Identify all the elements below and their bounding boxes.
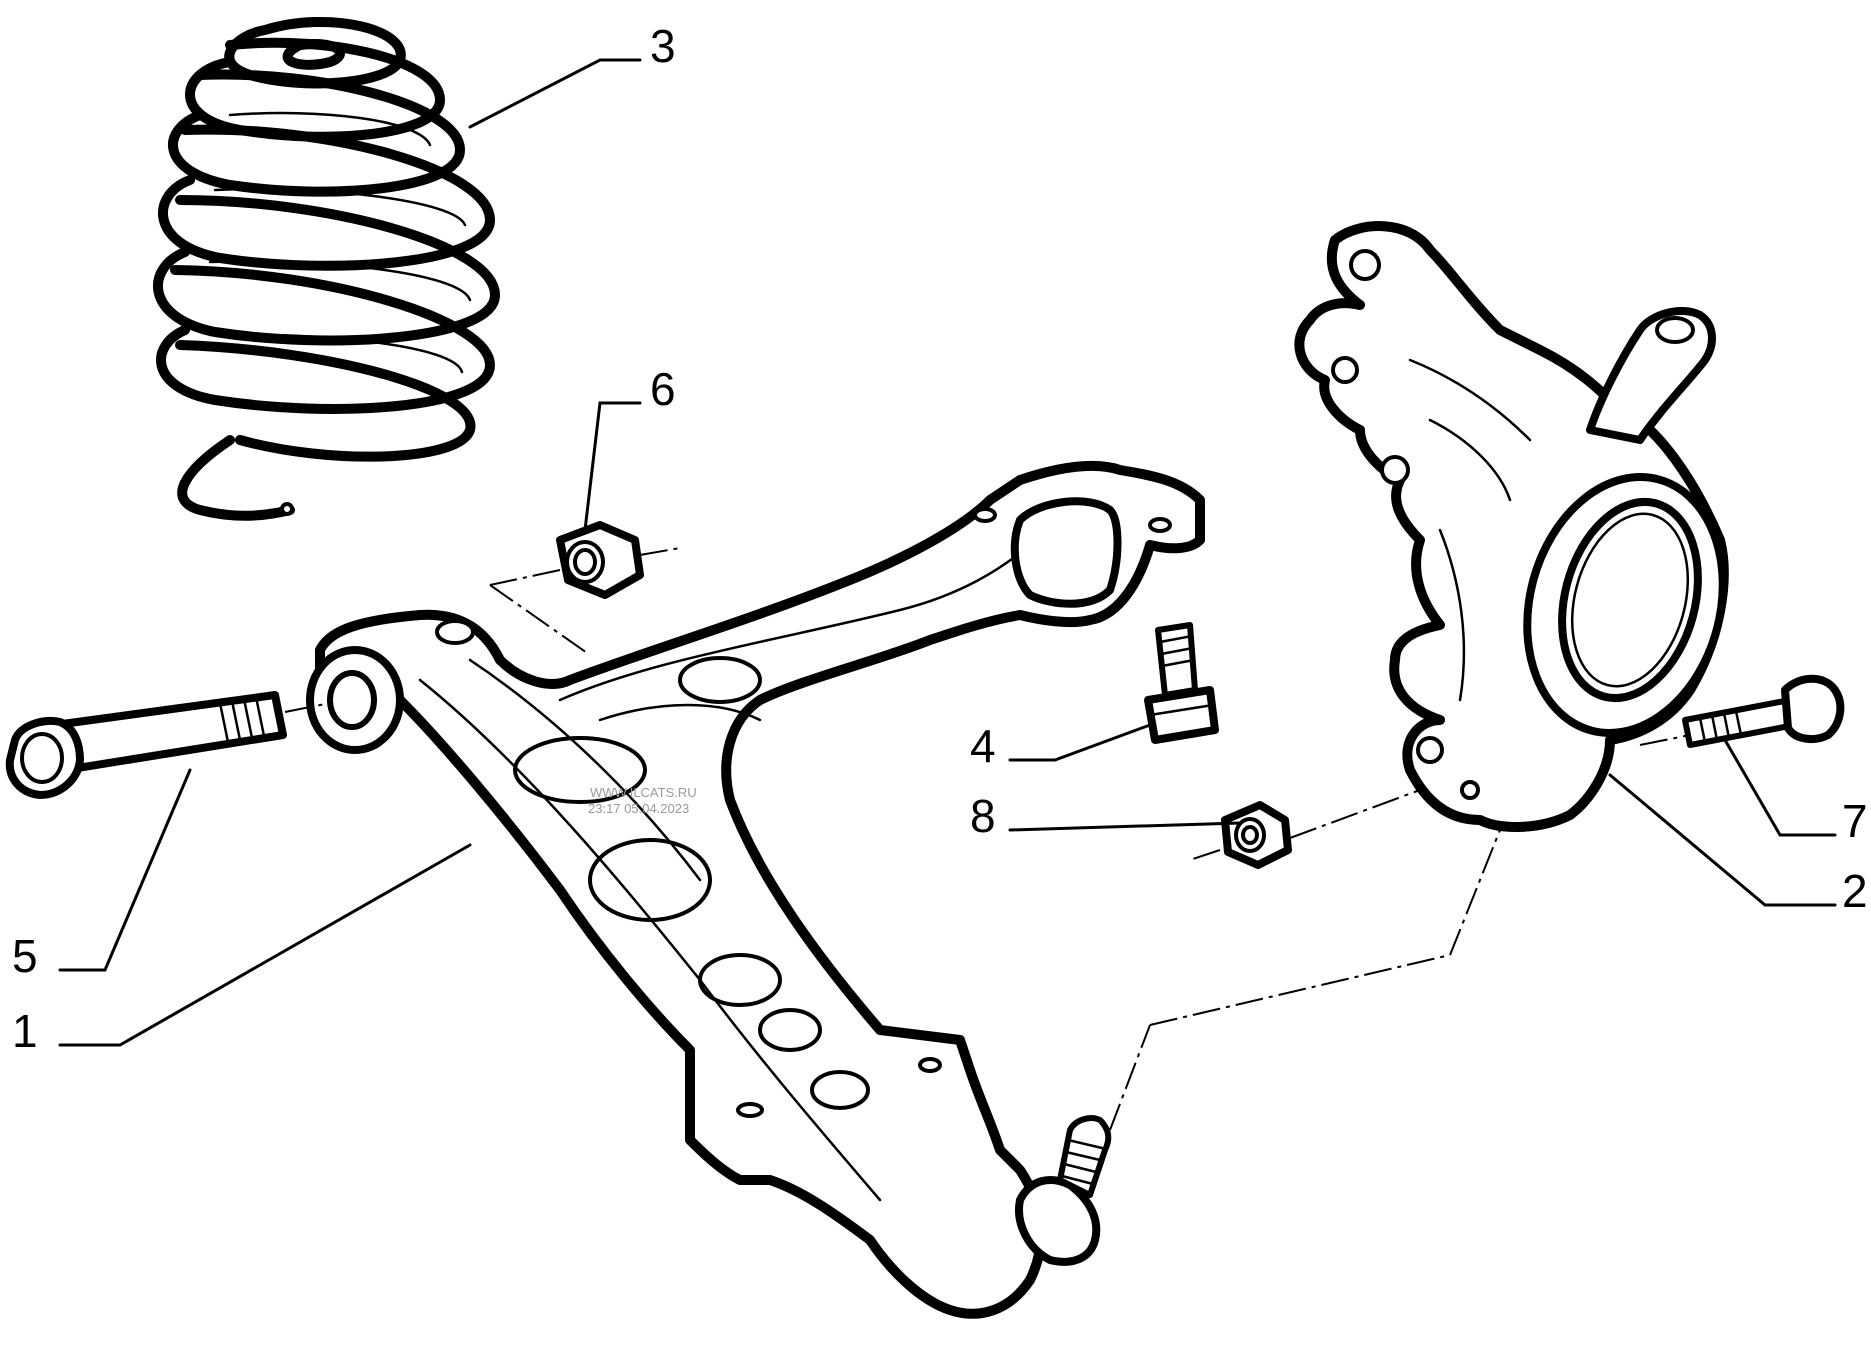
callout-6: 6 (650, 363, 676, 415)
nut-6[interactable] (556, 521, 644, 599)
coil-spring[interactable] (153, 16, 500, 521)
lower-control-arm[interactable] (306, 460, 1205, 1319)
nut-8[interactable] (1221, 801, 1292, 869)
leader-lines (58, 58, 1837, 1047)
callout-8: 8 (970, 790, 996, 842)
callout-2: 2 (1842, 865, 1868, 917)
assembly-lines (284, 547, 1691, 1131)
callout-labels: 3 6 4 8 5 1 7 2 (12, 20, 1868, 1057)
callout-1: 1 (12, 1005, 38, 1057)
callout-3: 3 (650, 20, 676, 72)
watermark-line-1: WWW.ILCATS.RU (590, 785, 697, 800)
callout-5: 5 (12, 930, 38, 982)
bolt-7[interactable] (1682, 674, 1845, 748)
steering-knuckle[interactable] (1294, 221, 1750, 832)
watermark-line-2: 23:17 05.04.2023 (588, 801, 689, 816)
bolt-4[interactable] (1144, 622, 1219, 744)
callout-7: 7 (1842, 795, 1868, 847)
callout-4: 4 (970, 720, 996, 772)
watermark: WWW.ILCATS.RU 23:17 05.04.2023 (588, 785, 697, 816)
pivot-bolt[interactable] (5, 691, 287, 799)
